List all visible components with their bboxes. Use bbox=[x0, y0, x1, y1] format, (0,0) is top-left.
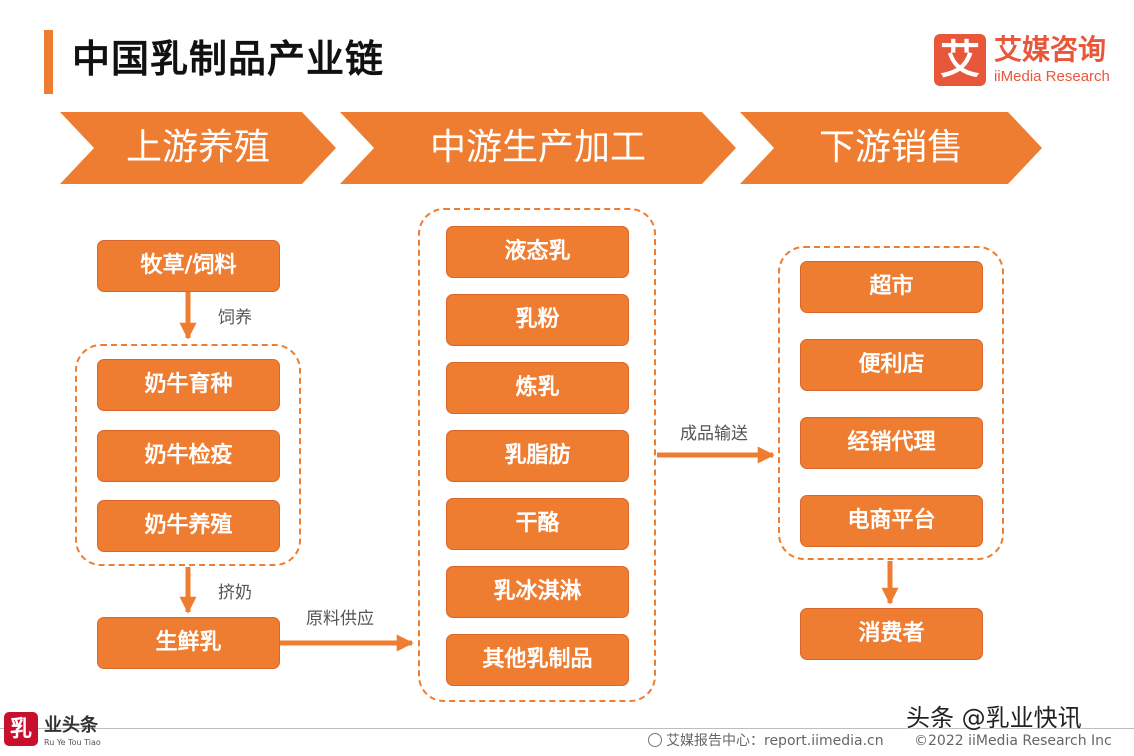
stage-downstream: 下游销售 bbox=[740, 112, 1042, 184]
node-product-ice-cream: 乳冰淇淋 bbox=[446, 566, 629, 618]
stage-upstream: 上游养殖 bbox=[60, 112, 336, 184]
node-channel-ecommerce: 电商平台 bbox=[800, 495, 983, 547]
logo-name-en: iiMedia Research bbox=[994, 68, 1110, 85]
node-consumer: 消费者 bbox=[800, 608, 983, 660]
node-product-milk-fat: 乳脂肪 bbox=[446, 430, 629, 482]
logo-mark-icon: 艾 bbox=[934, 34, 986, 86]
node-channel-supermarket: 超市 bbox=[800, 261, 983, 313]
page-title: 中国乳制品产业链 bbox=[72, 37, 385, 81]
edge-label-feeding: 饲养 bbox=[218, 308, 252, 328]
sales-channel-group bbox=[778, 246, 1004, 560]
logo-name-cn: 艾媒咨询 bbox=[994, 33, 1107, 66]
node-cattle-breeding: 奶牛育种 bbox=[97, 359, 280, 411]
globe-icon bbox=[648, 733, 662, 747]
watermark-seal-icon: 乳 bbox=[4, 712, 38, 746]
edge-label-supply: 原料供应 bbox=[306, 609, 374, 629]
footer-copyright: ©2022 iiMedia Research Inc bbox=[914, 733, 1112, 749]
footer-divider bbox=[0, 728, 1134, 729]
node-cattle-quarantine: 奶牛检疫 bbox=[97, 430, 280, 482]
node-channel-distributor: 经销代理 bbox=[800, 417, 983, 469]
footer-source: 艾媒报告中心：report.iimedia.cn bbox=[648, 732, 884, 750]
node-product-milk-powder: 乳粉 bbox=[446, 294, 629, 346]
breeding-group bbox=[75, 344, 301, 566]
node-raw-milk: 生鲜乳 bbox=[97, 617, 280, 669]
node-product-liquid-milk: 液态乳 bbox=[446, 226, 629, 278]
watermark-toutiao: 头条 @乳业快讯 bbox=[906, 704, 1082, 732]
node-product-cheese: 干酪 bbox=[446, 498, 629, 550]
node-cattle-farming: 奶牛养殖 bbox=[97, 500, 280, 552]
watermark-brand-en: Ru Ye Tou Tiao bbox=[44, 738, 101, 747]
edge-label-delivery: 成品输送 bbox=[680, 424, 748, 444]
node-product-condensed-milk: 炼乳 bbox=[446, 362, 629, 414]
footer-source-text: 艾媒报告中心：report.iimedia.cn bbox=[666, 733, 884, 749]
watermark-brand: 业头条 bbox=[44, 715, 98, 736]
company-logo: 艾 艾媒咨询 iiMedia Research bbox=[934, 33, 1119, 90]
node-feed: 牧草/饲料 bbox=[97, 240, 280, 292]
stage-midstream: 中游生产加工 bbox=[340, 112, 736, 184]
node-channel-convenience-store: 便利店 bbox=[800, 339, 983, 391]
node-product-other: 其他乳制品 bbox=[446, 634, 629, 686]
edge-label-milking: 挤奶 bbox=[218, 583, 252, 603]
title-accent-bar bbox=[44, 30, 53, 94]
production-group bbox=[418, 208, 656, 702]
